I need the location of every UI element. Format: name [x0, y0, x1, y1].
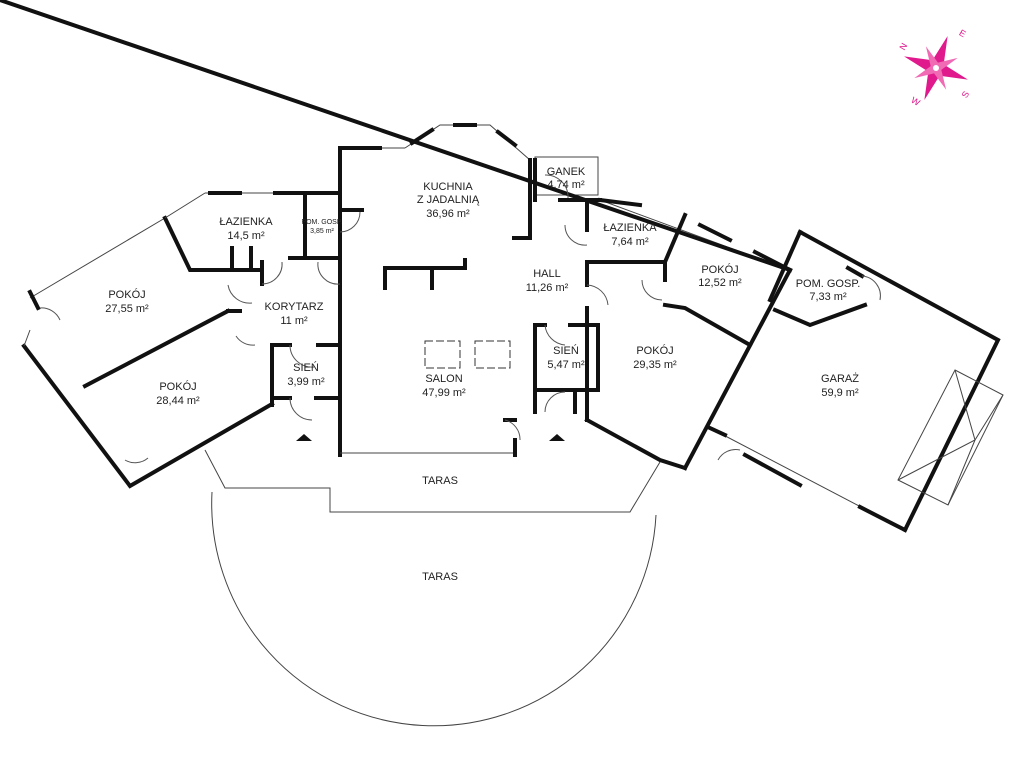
room-name: SIEŃ [553, 344, 579, 357]
room-name: POM. GOSP. [796, 278, 861, 290]
room-name: POKÓJ [108, 288, 145, 301]
room-area: 28,44 m² [156, 395, 200, 407]
compass-rose-icon: N E S W [897, 28, 972, 109]
compass-n: N [897, 41, 909, 52]
walls [0, 0, 1004, 533]
room-name: GARAŻ [821, 372, 859, 385]
room-name: SALON [425, 373, 462, 385]
room-area: 12,52 m² [698, 277, 742, 289]
room-area: 11 m² [280, 315, 308, 327]
room-name: ŁAZIENKA [603, 222, 657, 234]
room-area: 27,55 m² [105, 303, 149, 315]
room-name: POKÓJ [636, 344, 673, 357]
room-name: HALL [533, 268, 561, 280]
room-name: GANEK [547, 166, 586, 178]
room-area: 5,47 m² [547, 359, 585, 371]
room-area: 59,9 m² [821, 387, 859, 399]
compass-e: E [957, 28, 967, 40]
compass-w: W [909, 95, 922, 108]
room-area: 14,5 m² [227, 230, 265, 242]
compass-s: S [960, 89, 972, 99]
room-area: 4,74 m² [547, 179, 585, 191]
room-labels: ŁAZIENKA 14,5 m² POM. GOSP. 3,85 m² KUCH… [105, 166, 860, 583]
room-name: Z JADALNIĄ [417, 194, 480, 206]
room-area: 7,64 m² [611, 236, 649, 248]
room-name: KUCHNIA [423, 181, 473, 193]
terrace-outlines [204, 449, 661, 727]
room-area: 47,99 m² [422, 387, 466, 399]
door-swings [39, 174, 881, 464]
entrance-marker-icon [296, 434, 312, 441]
room-name: POKÓJ [701, 263, 738, 276]
room-area: 3,99 m² [287, 376, 325, 388]
room-area: 3,85 m² [310, 228, 334, 235]
room-name: SIEŃ [293, 361, 319, 374]
room-name: TARAS [422, 571, 458, 583]
room-area: 29,35 m² [633, 359, 677, 371]
room-name: TARAS [422, 475, 458, 487]
room-name: POKÓJ [159, 380, 196, 393]
room-area: 36,96 m² [426, 208, 470, 220]
entrance-marker-icon [549, 434, 565, 441]
room-name: KORYTARZ [265, 301, 324, 313]
room-name: ŁAZIENKA [219, 216, 273, 228]
room-name: POM. GOSP. [301, 219, 342, 226]
room-area: 7,33 m² [809, 291, 847, 303]
room-area: 11,26 m² [526, 282, 569, 294]
